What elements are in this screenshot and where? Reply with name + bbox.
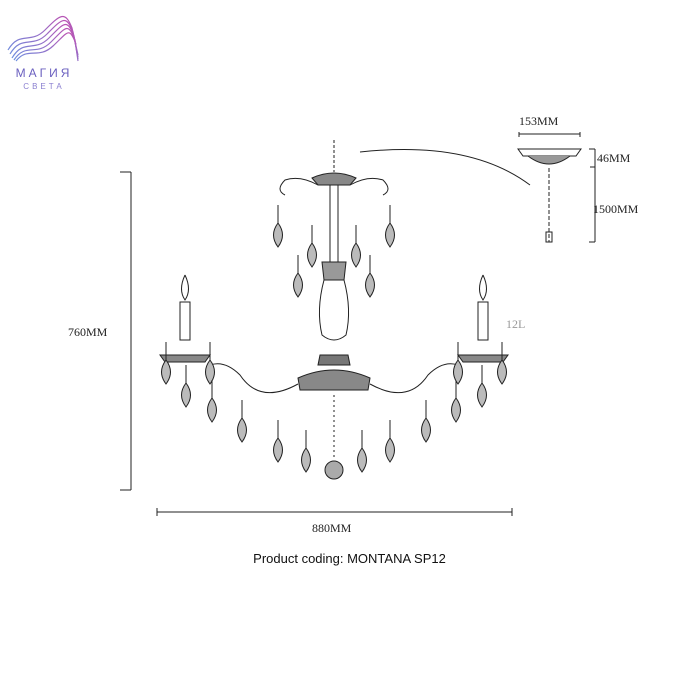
product-coding-caption: Product coding: MONTANA SP12: [253, 551, 446, 566]
crystal-drop: [181, 365, 191, 408]
canopy-detail: [517, 148, 582, 243]
lamp-count-label: 12L: [506, 317, 525, 331]
crystal-drop: [421, 400, 431, 443]
crystal-drop: [307, 225, 317, 268]
crystal-drop: [237, 400, 247, 443]
crystal-drop: [453, 342, 463, 385]
chain-length-label: 1500MM: [593, 202, 639, 216]
crystal-drop: [351, 225, 361, 268]
total-width-label: 880MM: [312, 521, 352, 535]
detail-arrow: [359, 148, 531, 186]
crystal-drop: [161, 342, 171, 385]
crystal-drop: [205, 342, 215, 385]
total-height-label: 760MM: [68, 325, 108, 339]
crystal-drop: [273, 205, 283, 248]
crystal-drop: [385, 205, 395, 248]
canopy-width-line: [518, 132, 581, 137]
dimension-lines: [120, 132, 596, 516]
canopy-height-line: [589, 148, 596, 243]
crystal-drop: [451, 380, 461, 423]
crystal-drop: [385, 420, 395, 463]
canopy-width-label: 153MM: [519, 114, 559, 128]
crystal-drop: [477, 365, 487, 408]
chandelier-drawing: [159, 140, 509, 480]
crystal-drop: [293, 255, 303, 298]
crystal-drop: [357, 430, 367, 473]
logo-text-main: МАГИЯ: [15, 66, 73, 80]
width-dimension-line: [156, 508, 513, 516]
logo-text-sub: СВЕТА: [23, 82, 65, 91]
crystal-drop: [273, 420, 283, 463]
crystal-drop: [301, 430, 311, 473]
crystal-drop: [207, 380, 217, 423]
crystal-drop: [497, 342, 507, 385]
height-dimension-line: [120, 171, 132, 491]
canopy-height-label: 46MM: [597, 151, 631, 165]
logo-waves: [7, 16, 79, 62]
crystal-drop: [365, 255, 375, 298]
